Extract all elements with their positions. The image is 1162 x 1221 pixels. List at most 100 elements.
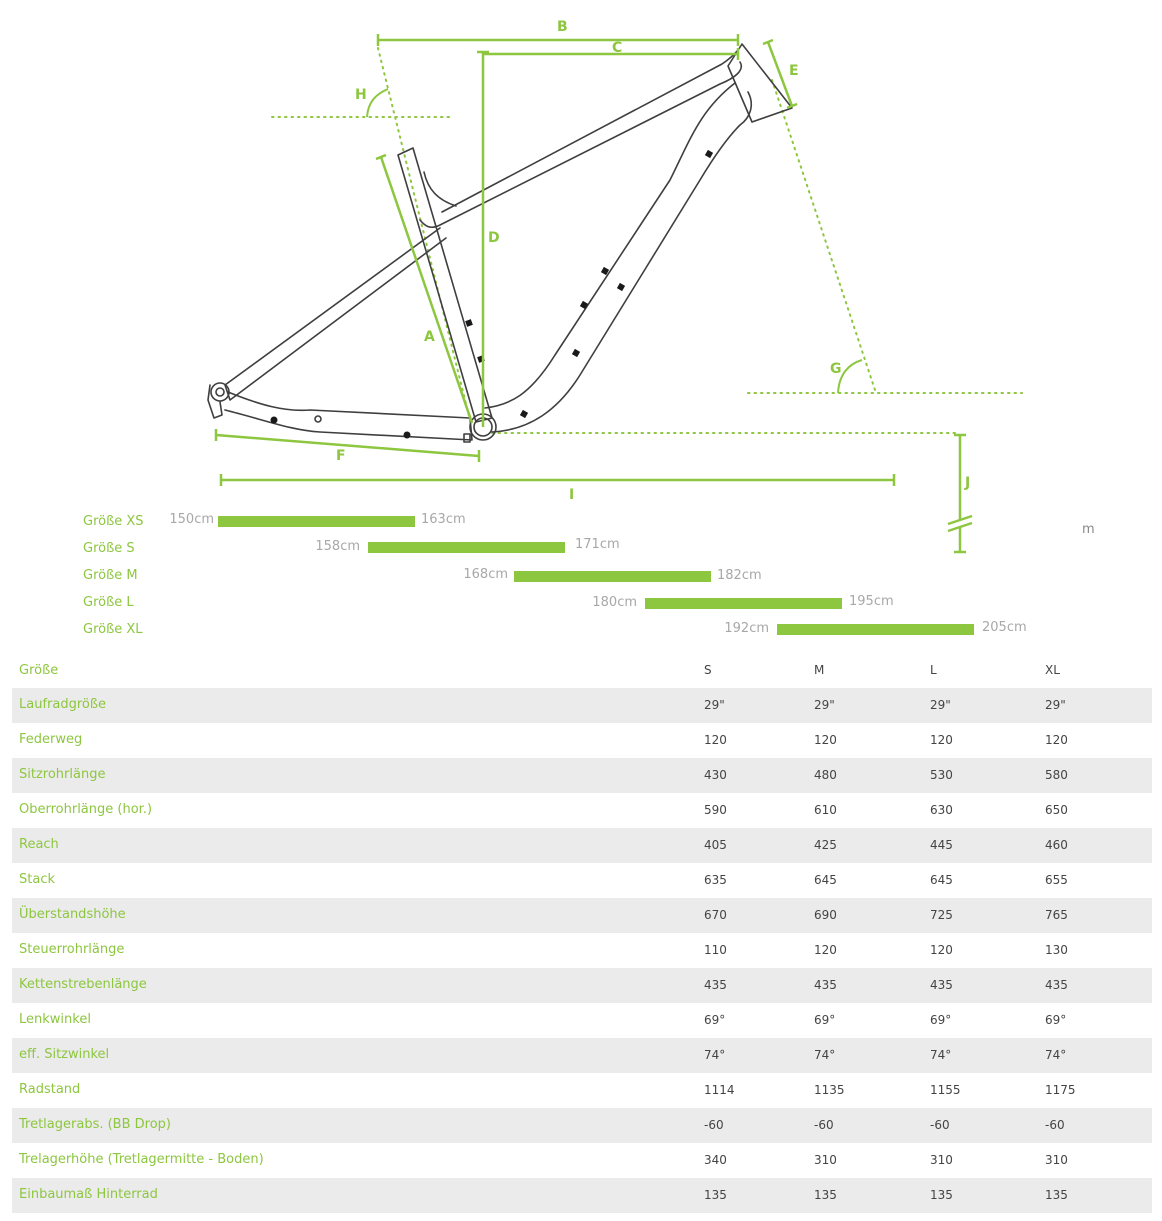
dim-label-H: H [355,87,367,103]
rider-size-label: Größe M [83,568,138,583]
rider-size-bar [777,624,974,635]
table-cell: 120 [1045,733,1068,747]
table-cell: 425 [814,838,837,852]
table-cell: 69° [930,1013,952,1027]
table-cell: 590 [704,803,727,817]
table-cell: 29" [1045,698,1066,712]
table-cell: 74° [814,1048,836,1062]
table-cell: 655 [1045,873,1068,887]
table-header-size: XL [1045,663,1060,677]
dim-B: B [376,19,740,46]
dim-label-J: J [964,475,970,491]
rider-size-label: Größe S [83,541,135,556]
table-cell: 120 [814,733,837,747]
table-cell: 340 [704,1153,727,1167]
table-cell: 69° [1045,1013,1067,1027]
dim-I: I [219,474,896,503]
table-cell: 670 [704,908,727,922]
table-cell: 580 [1045,768,1068,782]
table-row-label: eff. Sitzwinkel [19,1047,110,1062]
rider-size-label: Größe XS [83,514,144,529]
dim-E: E [762,38,799,110]
table-cell: 120 [930,733,953,747]
table-row-label: Trelagerhöhe (Tretlagermitte - Boden) [19,1152,264,1167]
rider-size-max: 171cm [575,537,620,552]
table-cell: 74° [930,1048,952,1062]
rider-size-label: Größe L [83,595,134,610]
table-row-label: Steuerrohrlänge [19,942,125,957]
unit-note: m [1082,522,1095,537]
table-row: Tretlagerabs. (BB Drop)-60-60-60-60 [12,1108,1152,1143]
rider-size-label: Größe XL [83,622,143,637]
table-row-label: Radstand [19,1082,81,1097]
table-cell: 435 [930,978,953,992]
table-cell: 29" [704,698,725,712]
top-tube-line [441,49,739,213]
table-cell: 29" [814,698,835,712]
dim-D: D [477,50,500,427]
table-cell: 120 [930,943,953,957]
table-cell: 120 [814,943,837,957]
table-row-label: Laufradgröße [19,697,107,712]
rider-size-bar [645,598,842,609]
table-row-label: Einbaumaß Hinterrad [19,1187,158,1202]
table-cell: 310 [1045,1153,1068,1167]
table-cell: 765 [1045,908,1068,922]
table-cell: 69° [704,1013,726,1027]
down-tube-upper [484,82,736,409]
table-cell: -60 [930,1118,950,1132]
dim-C: C [483,40,740,60]
dim-A: A [375,153,474,424]
table-header-size: M [814,663,825,677]
rider-size-max: 182cm [717,568,762,583]
table-cell: 460 [1045,838,1068,852]
table-cell: 445 [930,838,953,852]
table-cell: 310 [930,1153,953,1167]
rider-size-bar [514,571,711,582]
table-cell: 1175 [1045,1083,1076,1097]
rider-size-bar [368,542,565,553]
top-tube-upper [419,61,742,228]
dim-label-I: I [569,487,574,503]
table-cell: 645 [930,873,953,887]
dim-label-F: F [336,448,346,464]
table-cell: 135 [704,1188,727,1202]
table-header-size: S [704,663,712,677]
table-row-label: Tretlagerabs. (BB Drop) [19,1117,172,1132]
table-cell: 135 [1045,1188,1068,1202]
frame-geometry-diagram: B C D E A H G F I [207,19,1023,554]
bike-frame [207,43,793,443]
rider-size-min: 168cm [463,567,508,582]
dim-label-G: G [830,361,842,377]
seat-tube-gusset [423,171,457,207]
table-cell: 435 [1045,978,1068,992]
dim-label-D: D [488,230,500,246]
table-row-label: Sitzrohrlänge [19,767,106,782]
dim-label-C: C [612,40,622,56]
table-row-label: Überstandshöhe [19,907,126,922]
table-row: Trelagerhöhe (Tretlagermitte - Boden) 340… [12,1143,1152,1178]
table-cell: 310 [814,1153,837,1167]
table-cell: 690 [814,908,837,922]
rider-size-max: 195cm [849,594,894,609]
dim-label-B: B [557,19,568,35]
table-header-label: Größe [19,663,59,678]
down-tube-lower [491,91,752,433]
seat-angle-reference-line [377,47,471,421]
derailleur-hanger [207,384,223,419]
table-row-label: Oberrohrlänge (hor.) [19,802,153,817]
head-tube [727,43,793,123]
dim-label-A: A [424,329,435,345]
table-row-label: Stack [19,872,55,887]
